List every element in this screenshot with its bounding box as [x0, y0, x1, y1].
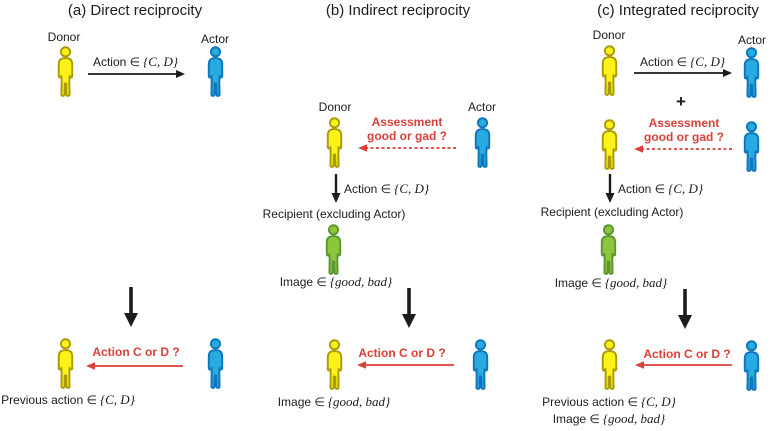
image-set: {good, bad} — [604, 275, 668, 290]
assessment-label: Assessment good or gad ? — [367, 115, 447, 143]
actor-label: Actor — [737, 33, 766, 47]
action-label: Action ∈{C, D} — [639, 54, 726, 69]
action-arrow — [88, 69, 185, 79]
action-label: Action ∈{C, D} — [344, 181, 430, 196]
image-set: {good, bad} — [602, 411, 666, 426]
decision-arrow — [86, 361, 183, 371]
donor-figure — [597, 45, 622, 98]
assessment-arrow — [358, 143, 456, 153]
actor-figure — [203, 46, 228, 99]
panel-a-title: (a) Direct reciprocity — [67, 2, 203, 19]
actor-figure — [203, 338, 228, 391]
actor-label: Actor — [467, 100, 496, 114]
action-set: {C, D} — [394, 181, 430, 196]
donor-label: Donor — [47, 30, 81, 44]
previous-action-set: {C, D} — [99, 392, 135, 407]
donation-arrow — [604, 174, 616, 203]
panel-b-title: (b) Indirect reciprocity — [325, 2, 471, 19]
action-label: Action ∈{C, D} — [92, 54, 179, 69]
image-label: Image ∈{good, bad} — [554, 275, 668, 290]
decision-question-label: Action C or D ? — [358, 346, 446, 360]
action-set: {C, D} — [143, 54, 179, 69]
actor-label: Actor — [200, 32, 229, 46]
recipient-label: Recipient (excluding Actor) — [262, 207, 406, 221]
previous-action-label: Previous action ∈{C, D} — [542, 394, 676, 409]
decision-arrow — [635, 360, 732, 370]
donor-label: Donor — [592, 28, 626, 42]
previous-action-label: Previous action ∈{C, D} — [1, 392, 135, 407]
action-arrow — [634, 68, 732, 78]
transition-arrow — [676, 289, 694, 329]
assessment-label: Assessment good or gad ? — [644, 116, 724, 144]
image-label: Image ∈{good, bad} — [279, 274, 393, 289]
image-set: {good, bad} — [327, 394, 391, 409]
plus-sign: + — [676, 92, 686, 111]
decision-arrow — [357, 360, 454, 370]
donor-figure — [53, 46, 78, 99]
recipient-label: Recipient (excluding Actor) — [540, 205, 684, 219]
donor-figure — [597, 119, 622, 172]
donor-figure — [322, 117, 347, 170]
action-label: Action ∈{C, D} — [618, 181, 704, 196]
decision-question-label: Action C or D ? — [643, 347, 731, 361]
donation-arrow — [330, 174, 342, 203]
actor-figure — [739, 121, 764, 174]
donor-label: Donor — [318, 100, 352, 114]
actor-figure — [470, 117, 495, 170]
donor-figure — [597, 339, 622, 392]
recipient-figure — [596, 224, 621, 277]
action-set: {C, D} — [690, 54, 726, 69]
transition-arrow — [122, 287, 140, 327]
donor-figure — [53, 338, 78, 391]
image-label: Image ∈{good, bad} — [277, 394, 391, 409]
assessment-arrow — [634, 144, 732, 154]
actor-figure — [739, 47, 764, 100]
action-set: {C, D} — [668, 181, 704, 196]
panel-c-title: (c) Integrated reciprocity — [597, 2, 759, 19]
actor-figure — [739, 340, 764, 393]
decision-question-label: Action C or D ? — [92, 345, 180, 359]
recipient-figure — [321, 224, 346, 277]
image-set: {good, bad} — [329, 274, 393, 289]
actor-figure — [468, 339, 493, 392]
transition-arrow — [400, 288, 418, 328]
donor-figure — [322, 339, 347, 392]
previous-action-set: {C, D} — [640, 394, 676, 409]
image-label: Image ∈{good, bad} — [552, 411, 666, 426]
